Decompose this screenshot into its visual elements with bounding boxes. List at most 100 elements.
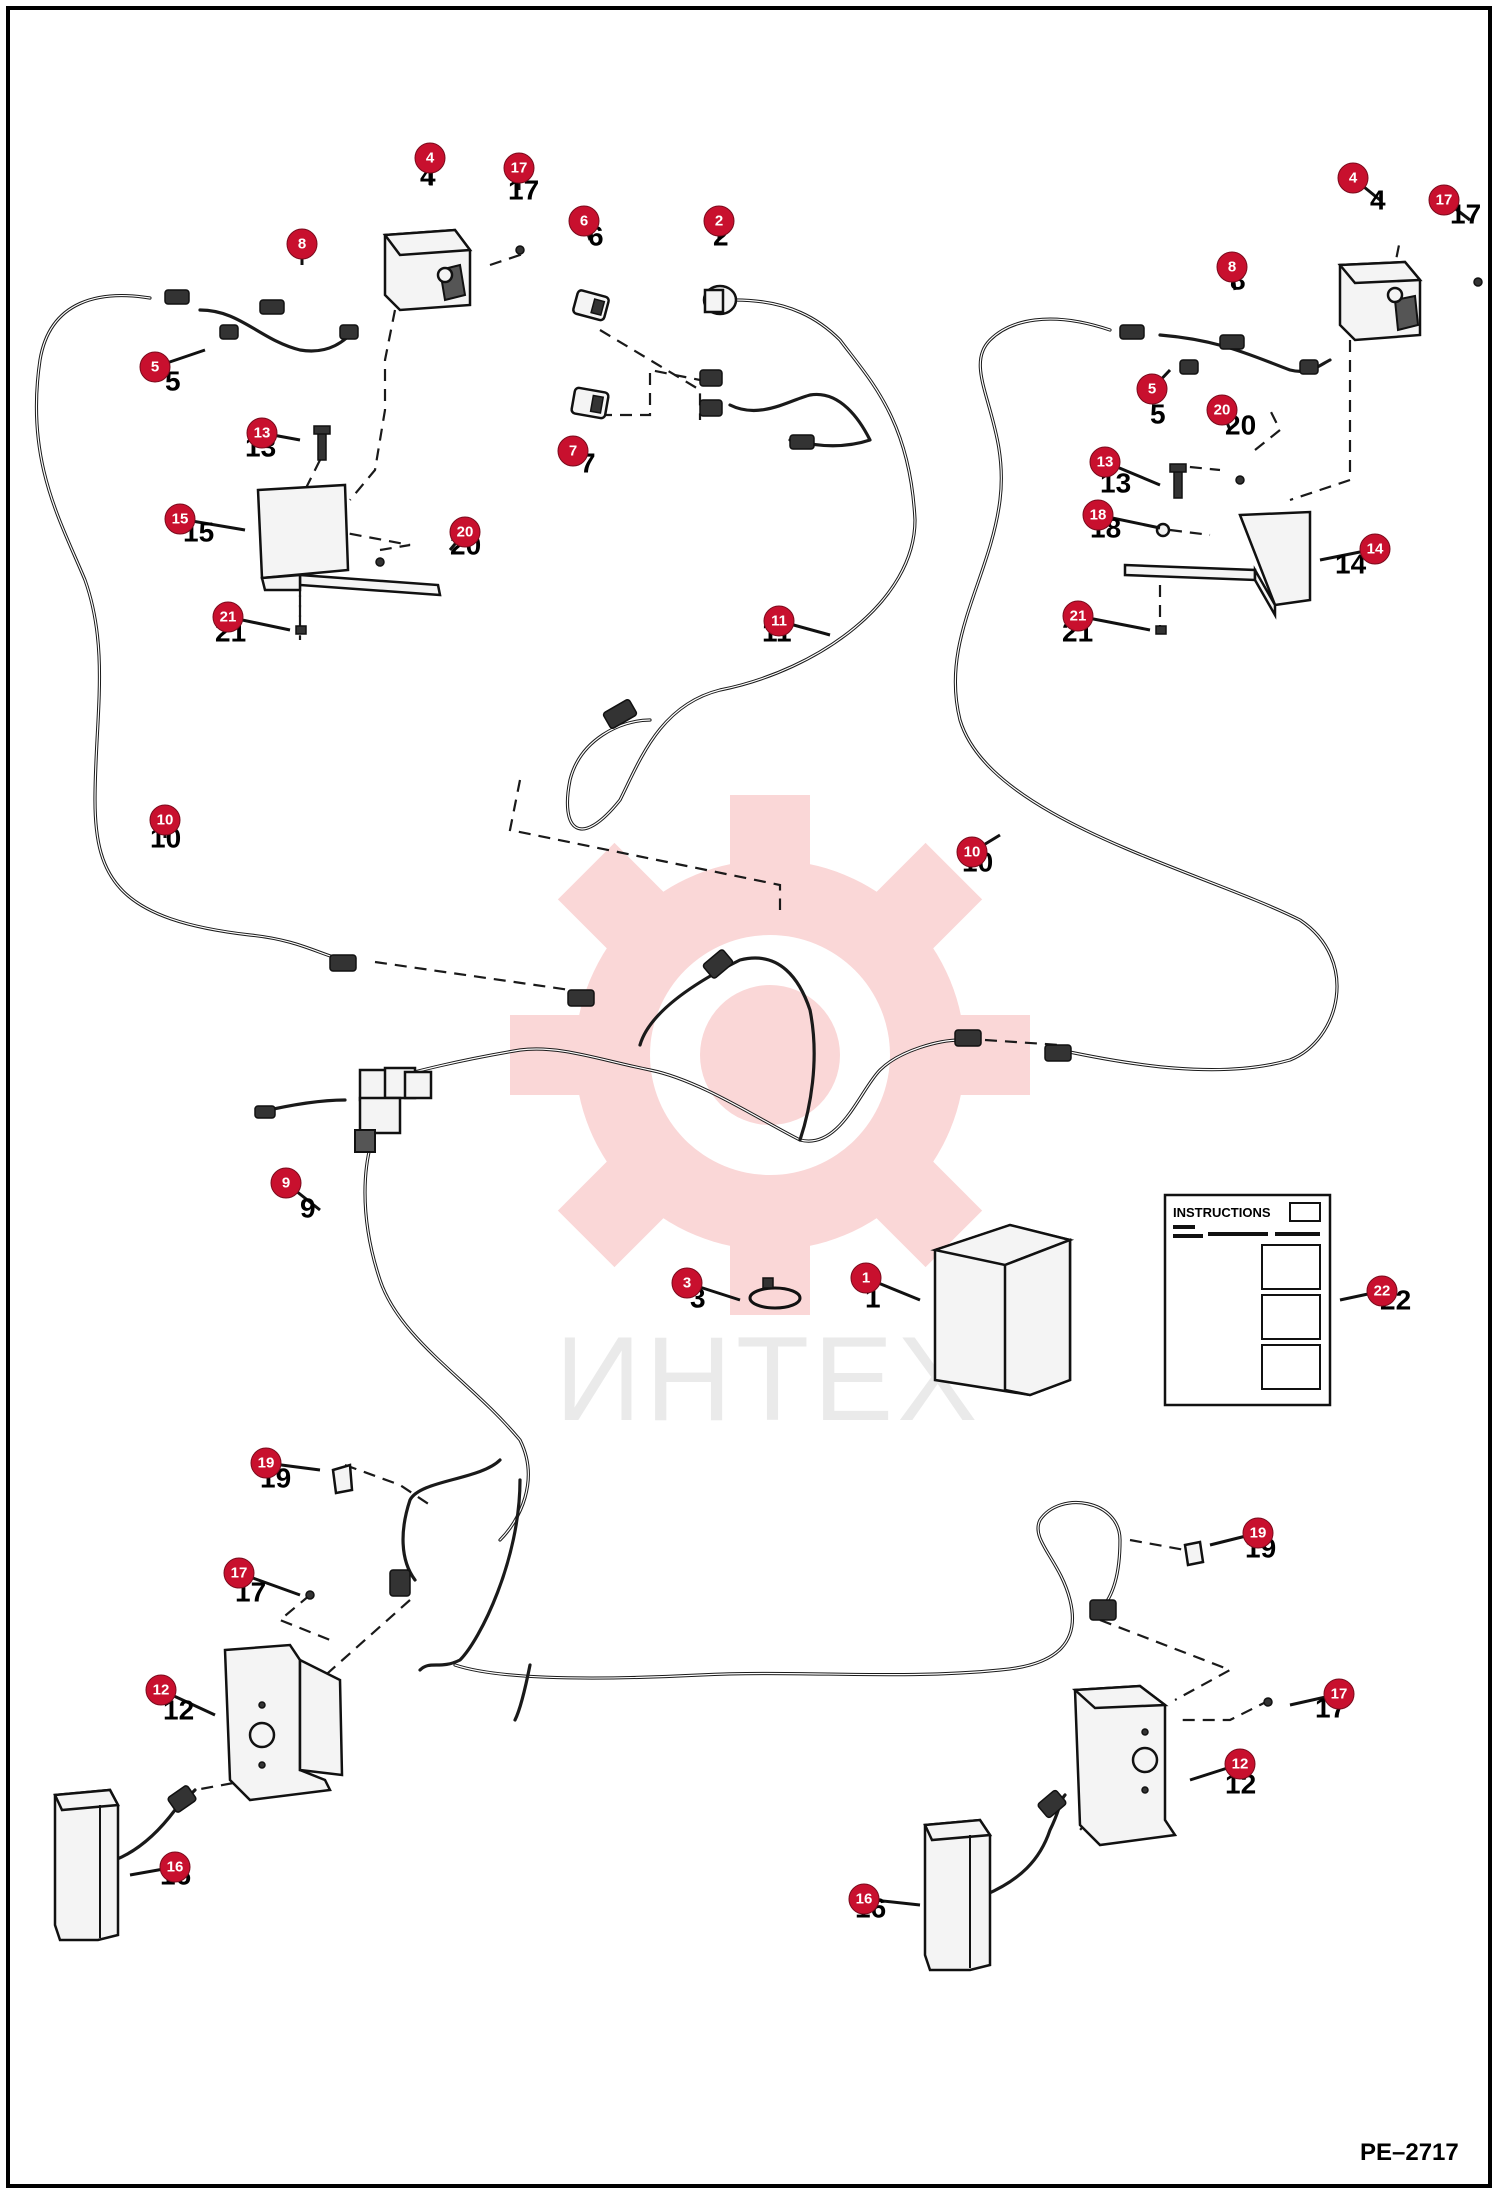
- relay-block: [254, 1066, 433, 1153]
- callout-marker: [1428, 184, 1460, 216]
- watermark: ИНТЕХ: [510, 795, 1030, 1446]
- connector-2: [702, 284, 738, 316]
- callout-marker: [212, 601, 244, 633]
- lamp-bracket-left: [223, 1643, 344, 1802]
- callout-marker: [850, 1262, 882, 1294]
- callout-marker: [1359, 533, 1391, 565]
- switch-right: [1337, 260, 1423, 342]
- callout-6: 66: [568, 205, 604, 252]
- callout-marker: [1216, 251, 1248, 283]
- callout-7: 77: [557, 435, 596, 479]
- instruction-sheet-title: INSTRUCTIONS: [1173, 1205, 1271, 1220]
- callout-label: 11: [771, 613, 787, 630]
- callout-marker: [250, 1447, 282, 1479]
- fasteners: [295, 245, 1483, 1707]
- connector-6: [572, 289, 610, 322]
- callout-marker: [1136, 373, 1168, 405]
- callout-label: 8: [1228, 259, 1236, 276]
- callout-4: 44: [414, 142, 446, 192]
- callout-label: 3: [683, 1275, 691, 1292]
- callout-label: 12: [153, 1682, 170, 1699]
- wiring-harness: [34, 294, 1339, 1897]
- callout-label: 8: [298, 236, 306, 253]
- callout-label: 4: [426, 150, 435, 167]
- callout-marker: [1062, 600, 1094, 632]
- callout-9: 99: [270, 1167, 321, 1224]
- lamp-right: [923, 1818, 993, 1972]
- callout-marker: [671, 1267, 703, 1299]
- callout-marker: [1224, 1748, 1256, 1780]
- part-number: 4: [1370, 185, 1386, 216]
- callout-marker: [1337, 162, 1369, 194]
- callout-16: 1616: [129, 1851, 191, 1891]
- callout-marker: [1089, 446, 1121, 478]
- callout-label: 19: [258, 1455, 275, 1472]
- callout-marker: [848, 1883, 880, 1915]
- callout-11: 1111: [762, 605, 831, 648]
- callout-label: 17: [1436, 192, 1453, 209]
- callout-label: 10: [157, 812, 174, 829]
- callout-label: 5: [151, 359, 159, 376]
- callout-marker: [139, 351, 171, 383]
- callout-marker: [159, 1851, 191, 1883]
- callout-marker: [557, 435, 589, 467]
- callout-5: 55: [1136, 368, 1172, 430]
- callout-label: 7: [569, 443, 577, 460]
- callouts: 4417178551313151520202121662277111110104…: [129, 142, 1481, 1924]
- callout-label: 22: [1374, 1283, 1391, 1300]
- callout-label: 16: [167, 1859, 184, 1876]
- part-number: 9: [300, 1193, 316, 1224]
- callout-label: 17: [511, 160, 528, 177]
- callout-label: 14: [1367, 541, 1384, 558]
- callout-label: 21: [220, 609, 237, 626]
- callout-marker: [270, 1167, 302, 1199]
- callout-marker: [1082, 499, 1114, 531]
- bracket-left: [256, 483, 442, 597]
- callout-label: 9: [282, 1175, 290, 1192]
- harness-connectors: [164, 289, 1319, 1819]
- callout-label: 19: [1250, 1525, 1267, 1542]
- part-number: 5: [1150, 399, 1166, 430]
- callout-label: 18: [1090, 507, 1107, 524]
- callout-8: 8: [286, 228, 318, 265]
- callout-label: 6: [580, 213, 588, 230]
- callout-label: 17: [231, 1565, 248, 1582]
- callout-label: 13: [254, 425, 271, 442]
- lamp-left: [53, 1788, 120, 1942]
- callout-label: 20: [1214, 402, 1231, 419]
- parts: INSTRUCTIONS: [53, 228, 1483, 1972]
- connector-7: [570, 386, 610, 420]
- cable-tie: [748, 1277, 802, 1310]
- callout-marker: [1206, 394, 1238, 426]
- switch-left: [382, 228, 473, 312]
- callout-2: 22: [703, 205, 735, 252]
- callout-marker: [223, 1557, 255, 1589]
- callout-3: 33: [671, 1267, 741, 1314]
- callout-18: 1818: [1082, 499, 1161, 544]
- callout-marker: [246, 417, 278, 449]
- instruction-sheet: INSTRUCTIONS: [1163, 1193, 1332, 1407]
- callout-16: 1616: [848, 1883, 921, 1924]
- callout-label: 16: [856, 1891, 873, 1908]
- callout-marker: [449, 516, 481, 548]
- callout-label: 20: [457, 524, 474, 541]
- callout-marker: [568, 205, 600, 237]
- drawing-code: PE–2717: [1360, 2139, 1459, 2166]
- callout-marker: [763, 605, 795, 637]
- callout-label: 10: [964, 844, 981, 861]
